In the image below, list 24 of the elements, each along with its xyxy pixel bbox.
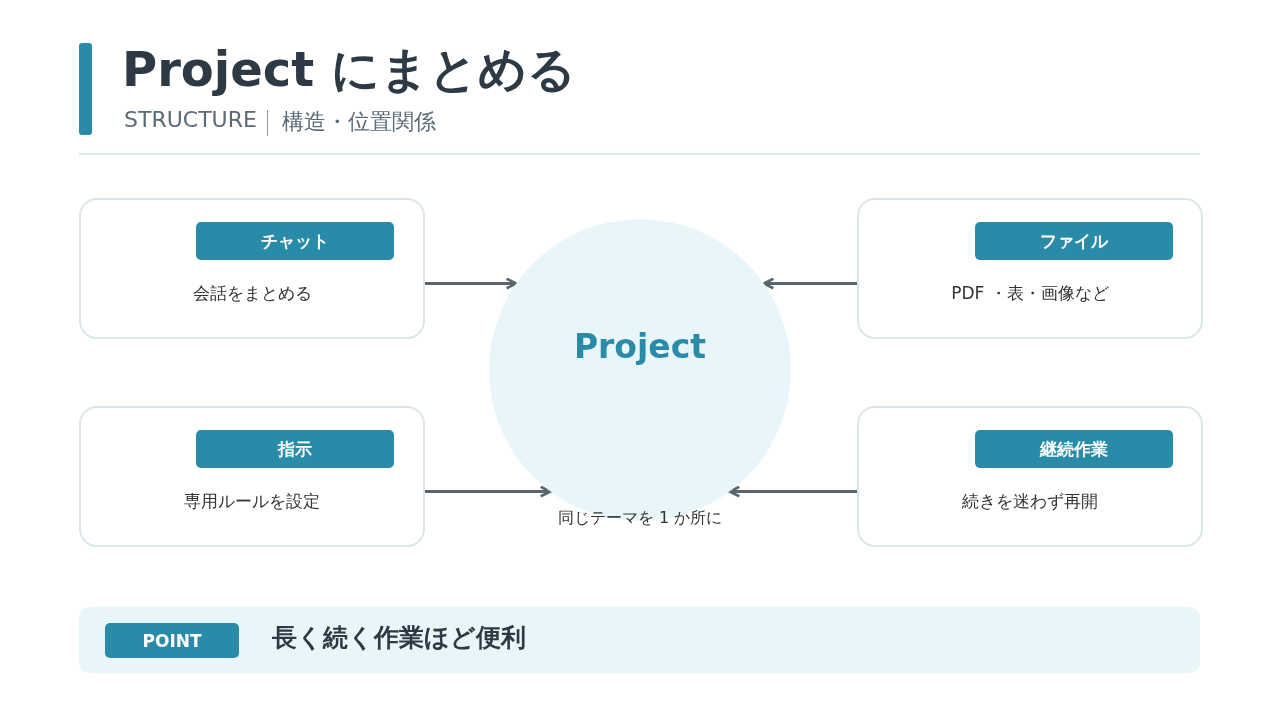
point-tag: POINT	[105, 623, 239, 658]
circle-label: Project	[572, 327, 708, 366]
subtitle: STRUCTURE	[124, 107, 257, 132]
card	[79, 198, 425, 339]
title: Project にまとめる	[122, 40, 576, 99]
circle-subtext: 同じテーマを 1 か所に	[556, 508, 724, 529]
subtitle: 構造・位置関係	[282, 108, 436, 136]
body-text: 続きを迷わず再開	[961, 490, 1099, 513]
arrow	[425, 485, 552, 498]
arrow	[762, 277, 857, 290]
arrow	[728, 485, 857, 498]
card	[79, 406, 425, 547]
body-text: 専用ルールを設定	[183, 490, 321, 513]
point-panel	[79, 607, 1200, 673]
tag-label: ファイル	[975, 222, 1173, 260]
card	[857, 198, 1203, 339]
point-text: 長く続く作業ほど便利	[272, 622, 526, 654]
tag-label: 継続作業	[975, 430, 1173, 468]
tag-label: チャット	[196, 222, 394, 260]
body-text: PDF ・表・画像など	[950, 282, 1110, 305]
card	[857, 406, 1203, 547]
tag-label: 指示	[196, 430, 394, 468]
body-text: 会話をまとめる	[191, 282, 313, 305]
arrow	[425, 277, 518, 290]
